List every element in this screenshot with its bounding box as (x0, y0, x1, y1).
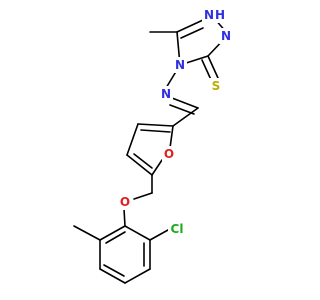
atom-cl-label: Cl (171, 222, 184, 236)
atom-n-imine-label: N (161, 87, 171, 101)
atom-n-imine: N (159, 86, 173, 102)
bond-ar-c6-c1-double (105, 231, 126, 244)
bond-furan-c2-c3-double (140, 129, 171, 133)
atom-nh-hydrogen: H (215, 7, 226, 23)
atom-o-ether: O (118, 194, 132, 210)
atom-o-furan: O (162, 146, 176, 162)
bond-c3-s (207, 55, 219, 79)
bond-furan-c4-c5 (126, 154, 153, 176)
atom-n-ring-center: N (173, 57, 187, 73)
bond-ar-c4-c5-double (103, 264, 125, 277)
atom-n-ring-left: N (219, 28, 233, 44)
bond-ch-furanc2 (172, 107, 199, 127)
atom-cl: Cl (168, 221, 186, 237)
bond-ar-c6-c1 (99, 225, 126, 241)
atom-n-ring-top: N (202, 7, 216, 23)
bond-oether-aryl (123, 208, 126, 227)
atom-nh-hydrogen-label: H (215, 8, 225, 22)
atom-layer: N H N N N S O O (118, 7, 233, 237)
bond-ar-methyl (73, 225, 101, 241)
bond-nimine-ch (171, 97, 199, 109)
atom-o-ether-label: O (120, 195, 130, 209)
molecule-structure: N H N N N S O O (73, 7, 233, 284)
atom-s-thione-label: S (212, 79, 221, 93)
bond-ar-c4-c5 (99, 268, 126, 284)
bond-ar-c1-c2 (124, 225, 151, 241)
bond-furan-c2-c3 (137, 123, 174, 127)
bond-ar-cl (149, 229, 169, 241)
bond-ch2-oether (133, 192, 153, 200)
bond-nimine-ch-double (169, 104, 195, 115)
bond-furan-c3-c4 (126, 123, 139, 156)
bond-c5-n1 (176, 19, 204, 33)
atom-n-ring-left-label: N (221, 29, 231, 43)
atom-n-ring-center-label: N (175, 58, 185, 72)
atom-s-thione: S (209, 78, 223, 94)
bond-furan-o-c2 (169, 125, 174, 149)
bond-furan-c4-c5-double (133, 153, 153, 169)
bond-ar-c3-c4 (124, 268, 151, 284)
bond-layer (73, 17, 228, 284)
atom-o-furan-label: O (164, 147, 174, 161)
bond-furan-c5-o (151, 159, 163, 176)
atom-n-ring-top-label: N (204, 8, 214, 22)
bond-c5-n1-double (180, 27, 204, 39)
